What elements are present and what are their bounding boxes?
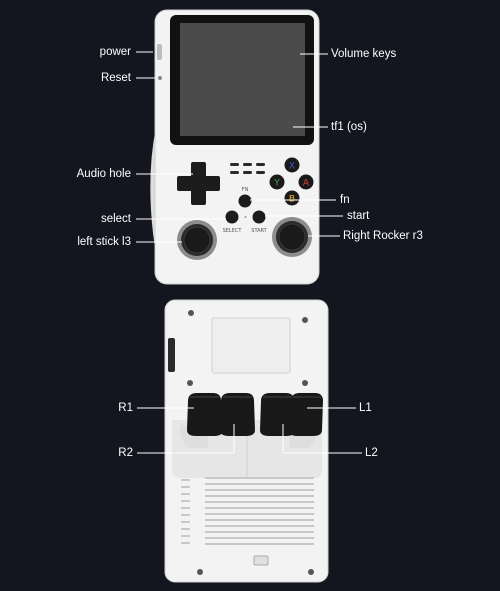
label-start: start	[347, 210, 370, 222]
fn-print: FN	[242, 187, 249, 193]
leader-lines	[136, 51, 362, 454]
label-select: select	[100, 213, 131, 225]
face-button-x-label: X	[289, 162, 295, 172]
trigger-r2	[220, 393, 255, 436]
trigger-l2	[260, 393, 295, 436]
label-reset: Reset	[100, 72, 131, 84]
label-left-stick: left stick l3	[77, 236, 131, 248]
label-r1: R1	[118, 402, 133, 414]
select-print: SELECT	[223, 228, 243, 234]
device-front: X Y A B FN SELECT START	[150, 9, 320, 285]
device-back	[164, 299, 329, 583]
label-volume-keys: Volume keys	[331, 48, 397, 60]
label-audio-hole: Audio hole	[76, 168, 131, 180]
left-stick	[177, 220, 217, 260]
face-button-x: X	[284, 157, 300, 173]
power-button	[157, 44, 162, 60]
trigger-r1	[187, 393, 223, 436]
label-tf1: tf1 (os)	[331, 121, 367, 133]
right-stick	[272, 217, 312, 257]
dpad	[177, 162, 220, 205]
trigger-l1	[289, 393, 323, 436]
start-print: START	[251, 228, 267, 234]
face-button-a: A	[298, 174, 314, 190]
start-button	[252, 210, 266, 224]
fn-button	[238, 194, 252, 208]
face-button-y-label: Y	[273, 179, 280, 189]
screen	[180, 23, 305, 136]
face-button-a-label: A	[303, 179, 310, 189]
vent-slots	[205, 477, 314, 545]
label-l1: L1	[359, 402, 372, 414]
speaker-grille	[230, 163, 265, 174]
face-button-b: B	[284, 190, 300, 206]
label-r2: R2	[118, 447, 133, 459]
reset-button	[158, 76, 162, 80]
label-l2: L2	[365, 447, 378, 459]
label-power: power	[99, 46, 131, 58]
face-button-y: Y	[269, 174, 285, 190]
label-right-rocker: Right Rocker r3	[343, 230, 423, 242]
select-button	[225, 210, 239, 224]
back-label-panel	[211, 317, 291, 374]
label-fn: fn	[340, 194, 350, 206]
